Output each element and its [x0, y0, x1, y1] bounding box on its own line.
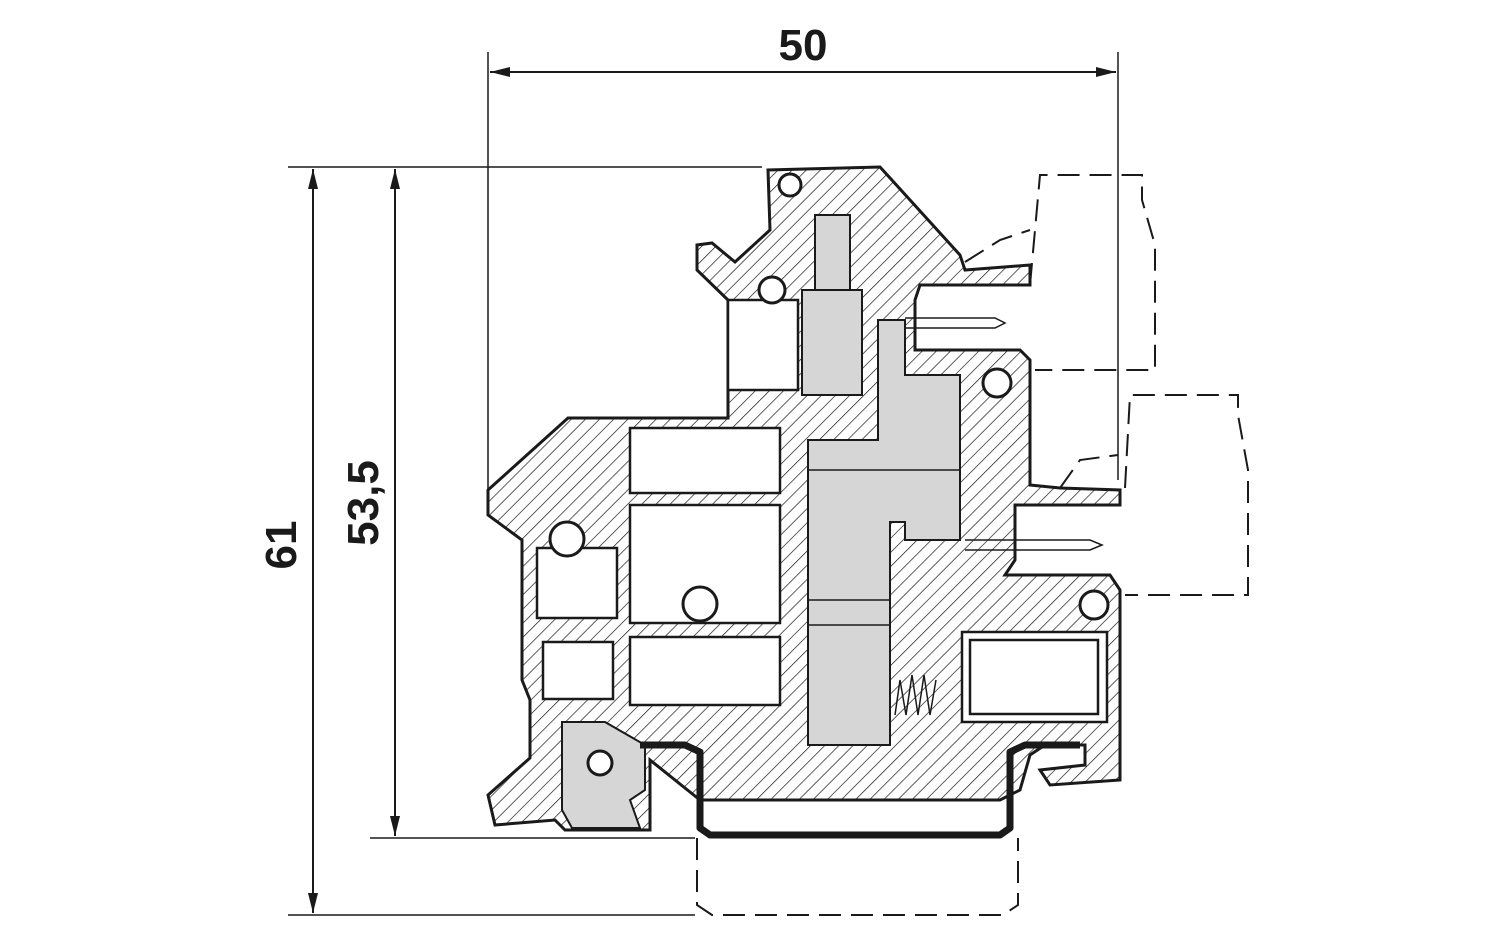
height-outer-label: 61	[257, 521, 306, 570]
hole-6	[1078, 589, 1110, 621]
plug-outline-lower	[1059, 394, 1249, 596]
terminal-housing	[486, 165, 1122, 832]
hole-3	[548, 520, 586, 558]
width-dimension: 50	[487, 21, 1119, 490]
conductor-bar	[801, 214, 1104, 746]
width-label: 50	[779, 21, 828, 70]
hole-2	[757, 275, 787, 305]
hole-1	[777, 172, 803, 198]
din-rail	[640, 741, 1080, 916]
height-inner-dimension: 53,5	[339, 169, 695, 839]
height-inner-label: 53,5	[339, 460, 388, 546]
release-latch	[561, 721, 646, 829]
hole-5	[981, 367, 1013, 399]
spring	[894, 674, 937, 716]
height-outer-dimension: 61	[257, 166, 762, 916]
hole-4	[681, 585, 719, 623]
plug-outline-upper	[964, 174, 1156, 371]
